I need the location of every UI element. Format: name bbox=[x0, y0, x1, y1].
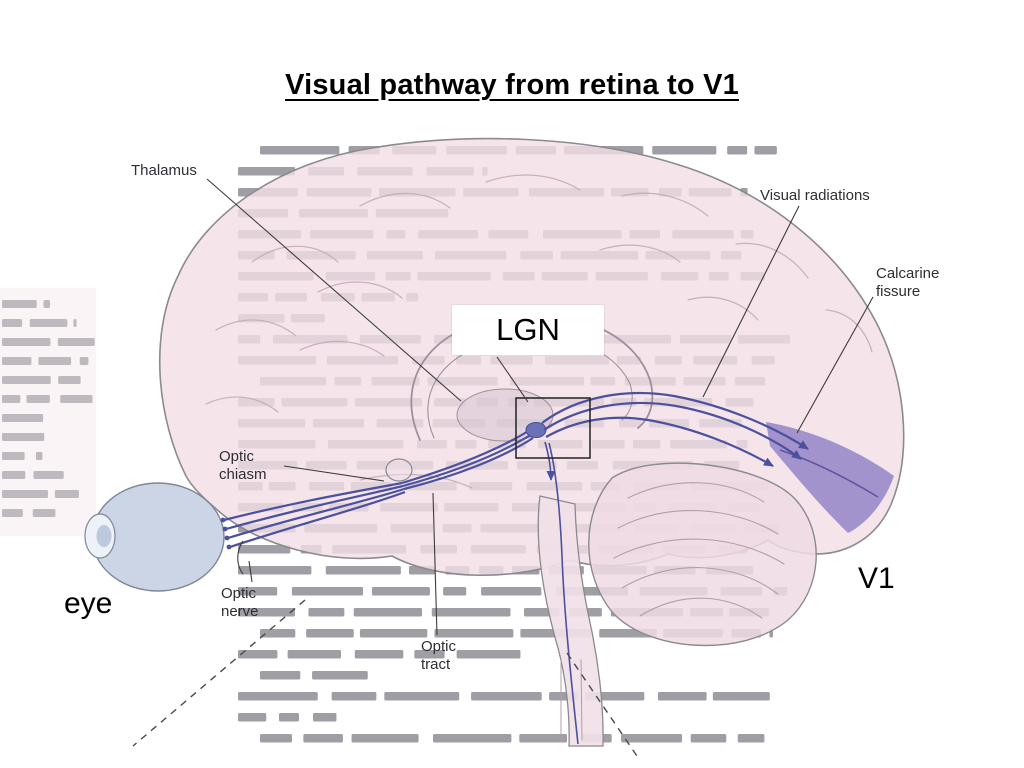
calcarine-fissure-leader-line bbox=[796, 296, 874, 434]
cerebellum-folia bbox=[613, 482, 785, 619]
thalamus-label: Thalamus bbox=[131, 162, 197, 179]
medulla-lines bbox=[560, 659, 583, 741]
optic-nerve-bracket bbox=[237, 540, 244, 575]
optic-tract-leader-line bbox=[432, 492, 438, 636]
lgn-label-box: LGN bbox=[452, 305, 604, 355]
dashed-inset-lines bbox=[132, 599, 640, 760]
brainstem bbox=[537, 495, 604, 747]
optic-chiasm-leader-line bbox=[283, 465, 385, 482]
lgn-box-leader-line bbox=[496, 356, 529, 403]
left-margin-tint bbox=[0, 288, 96, 536]
eye-illustration bbox=[84, 482, 225, 592]
brain-illustration bbox=[158, 137, 905, 747]
optic-nerve-fibers bbox=[223, 481, 406, 549]
slide-title: Visual pathway from retina to V1 bbox=[285, 69, 739, 102]
dashed-line-left bbox=[132, 599, 306, 747]
visual-radiation-fibers bbox=[541, 391, 809, 467]
optic-tract-label: Optic tract bbox=[421, 638, 457, 673]
visual-radiations-label: Visual radiations bbox=[760, 187, 870, 204]
optic-nerve-label: Optic nerve bbox=[221, 585, 259, 620]
optic-nerve-leader-line bbox=[248, 560, 253, 583]
optic-chiasm-label: Optic chiasm bbox=[219, 448, 267, 483]
eye-label: eye bbox=[64, 587, 113, 620]
lgn-label: LGN bbox=[496, 312, 560, 347]
optic-chiasm-ring bbox=[385, 458, 413, 482]
inset-rectangle bbox=[515, 397, 591, 459]
cerebellum bbox=[588, 462, 817, 647]
visual-radiations-leader-line bbox=[702, 205, 800, 398]
lgn-nucleus bbox=[525, 422, 547, 438]
calcarine-fissure-label: Calcarine fissure bbox=[876, 265, 940, 300]
visual-pathway-lines bbox=[220, 391, 809, 745]
pupil bbox=[96, 525, 112, 547]
v1-label: V1 bbox=[858, 562, 895, 595]
collicular-branch-arrow bbox=[544, 441, 556, 481]
gyri-sulci-lines bbox=[205, 174, 873, 489]
dashed-line-right bbox=[566, 652, 640, 760]
leader-lines bbox=[206, 178, 874, 636]
optic-tract-fibers bbox=[401, 429, 534, 491]
retina-terminals bbox=[220, 517, 232, 550]
thalamus-leader-line bbox=[206, 178, 462, 402]
